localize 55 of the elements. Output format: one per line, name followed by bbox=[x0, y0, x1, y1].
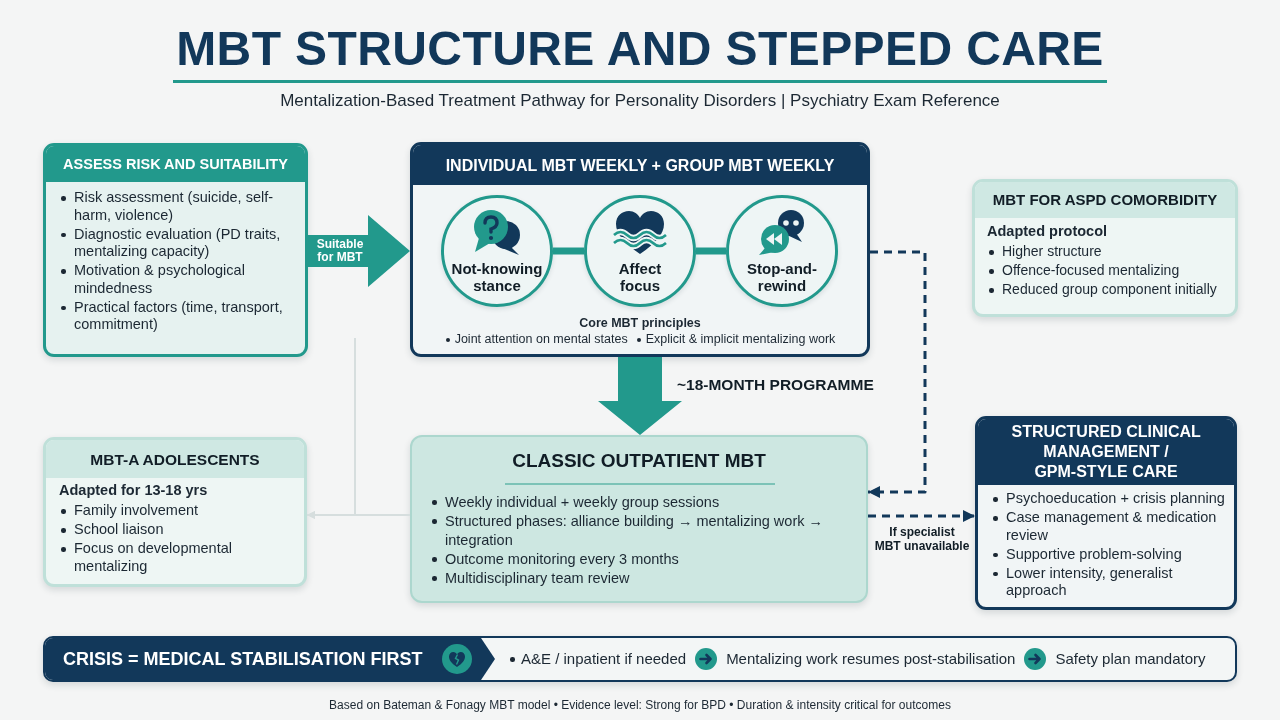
bullet-item: Supportive problem-solving bbox=[991, 545, 1226, 563]
card-title: INDIVIDUAL MBT WEEKLY + GROUP MBT WEEKLY bbox=[413, 145, 867, 185]
bullet-item: Lower intensity, generalist approach bbox=[991, 564, 1226, 600]
circle-label: Stop-and-rewind bbox=[746, 260, 818, 294]
bullet-item: Outcome monitoring every 3 months bbox=[430, 550, 856, 569]
bullet-item: Psychoeducation + crisis planning bbox=[991, 490, 1226, 508]
info-card bbox=[43, 143, 308, 357]
bullet-item: Reduced group component initially bbox=[987, 281, 1229, 299]
edge-label: If specialist MBT unavailable bbox=[873, 526, 971, 553]
bullet-item: Weekly individual + weekly group sessions bbox=[430, 493, 856, 512]
block-arrow bbox=[308, 215, 410, 287]
panel-title: CLASSIC OUTPATIENT MBT bbox=[512, 449, 766, 472]
card-subheading: Adapted for 13-18 yrs bbox=[59, 481, 209, 499]
info-card bbox=[43, 437, 307, 587]
bullet-item: Case management & medication review bbox=[991, 509, 1226, 544]
title: MBT STRUCTURE AND STEPPED CARE bbox=[176, 22, 1104, 76]
info-card bbox=[410, 142, 870, 357]
banner-item: Safety plan mandatory bbox=[1055, 650, 1206, 668]
edge-label: Suitable for MBT bbox=[315, 238, 365, 264]
footnote: Based on Bateman & Fonagy MBT model • Evidence level: Strong for BPD • Duration & intensity critical for outcomes bbox=[329, 698, 951, 712]
bullet-item: Higher structure bbox=[987, 243, 1229, 261]
subtitle: Mentalization-Based Treatment Pathway for Personality Disorders | Psychiatry Exam Reference bbox=[280, 91, 1000, 111]
bullet-item: Risk assessment (suicide, self-harm, violence) bbox=[59, 189, 297, 224]
bullet-item: School liaison bbox=[59, 521, 296, 539]
edge-label: ~18-MONTH PROGRAMME bbox=[677, 376, 874, 394]
arrow bbox=[306, 511, 411, 519]
card-subheading: Adapted protocol bbox=[987, 222, 1109, 240]
connector-bar bbox=[553, 247, 584, 255]
banner-item: Mentalizing work resumes post-stabilisation bbox=[726, 650, 1016, 668]
circle-label: Not-knowing stance bbox=[450, 260, 544, 294]
info-card bbox=[972, 179, 1238, 317]
banner-item: A&E / inpatient if needed bbox=[509, 650, 687, 668]
bullet-item: Joint attention on mental states bbox=[444, 332, 628, 347]
bullet-item: Focus on developmental mentalizing bbox=[59, 540, 296, 575]
card-title: MBT FOR ASPD COMORBIDITY bbox=[975, 182, 1235, 218]
block-arrow bbox=[598, 357, 682, 435]
card-subheading: Core MBT principles bbox=[579, 316, 701, 331]
bullet-item: Multidisciplinary team review bbox=[430, 569, 856, 588]
card-title: STRUCTURED CLINICAL MANAGEMENT / GPM-STYLE CARE bbox=[978, 419, 1234, 485]
info-card bbox=[975, 416, 1237, 610]
dashed-arrow bbox=[868, 510, 975, 522]
bullet-item: Offence-focused mentalizing bbox=[987, 262, 1229, 280]
card-title: ASSESS RISK AND SUITABILITY bbox=[46, 146, 305, 182]
bullet-item: Structured phases: alliance building → mentalizing work → integration bbox=[430, 512, 856, 550]
bullet-item: Explicit & implicit mentalizing work bbox=[635, 332, 836, 347]
card-title: MBT-A ADOLESCENTS bbox=[46, 440, 304, 478]
circle-label: Affect focus bbox=[617, 260, 663, 294]
bullet-item: Practical factors (time, transport, commitment) bbox=[59, 298, 297, 334]
bullet-item: Family involvement bbox=[59, 502, 296, 520]
summary-panel bbox=[410, 435, 868, 603]
alert-banner bbox=[43, 636, 1237, 682]
connector-bar bbox=[696, 247, 726, 255]
bullet-item: Motivation & psychological mindedness bbox=[59, 262, 297, 297]
bullet-item: Diagnostic evaluation (PD traits, mentalizing capacity) bbox=[59, 225, 297, 261]
dashed-arrow bbox=[868, 250, 927, 498]
